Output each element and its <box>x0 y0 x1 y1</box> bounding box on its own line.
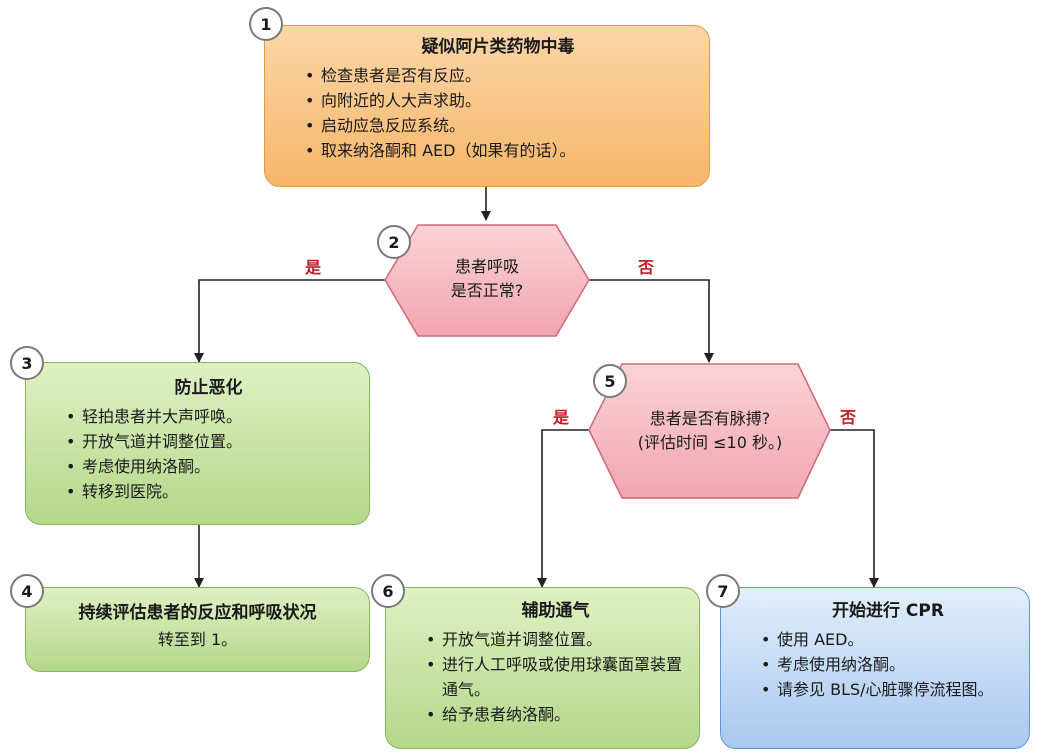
arrow-2-yes-to-3 <box>194 279 385 363</box>
list-item: 请参见 BLS/心脏骤停流程图。 <box>761 677 1017 702</box>
list-item: 检查患者是否有反应。 <box>305 63 693 88</box>
arrow-5-no-to-7 <box>830 429 879 588</box>
list-item: 给予患者纳洛酮。 <box>426 702 687 727</box>
step-7-list: 使用 AED。 考虑使用纳洛酮。 请参见 BLS/心脏骤停流程图。 <box>759 627 1017 702</box>
decision-5-text: 患者是否有脉搏? (评估时间 ≤10 秒。) <box>600 407 820 455</box>
step-7-number-badge: 7 <box>706 574 740 608</box>
step-4-box: 持续评估患者的反应和呼吸状况 转至到 1。 <box>25 587 370 672</box>
step-1-list: 检查患者是否有反应。 向附近的人大声求助。 启动应急反应系统。 取来纳洛酮和 A… <box>303 63 693 163</box>
list-item: 进行人工呼吸或使用球囊面罩装置通气。 <box>426 652 687 702</box>
step-1-title: 疑似阿片类药物中毒 <box>421 37 575 57</box>
step-7-box: 开始进行 CPR 使用 AED。 考虑使用纳洛酮。 请参见 BLS/心脏骤停流程… <box>720 587 1030 749</box>
step-5-number-badge: 5 <box>593 364 627 398</box>
decision-5-line2: (评估时间 ≤10 秒。) <box>637 433 783 452</box>
step-4-text: 转至到 1。 <box>157 630 238 649</box>
step-6-title: 辅助通气 <box>521 601 590 621</box>
step-7-title: 开始进行 CPR <box>832 601 944 621</box>
step-4-title: 持续评估患者的反应和呼吸状况 <box>78 603 317 623</box>
list-item: 考虑使用纳洛酮。 <box>66 454 353 479</box>
step-6-number-badge: 6 <box>371 574 405 608</box>
step-3-list: 轻拍患者并大声呼唤。 开放气道并调整位置。 考虑使用纳洛酮。 转移到医院。 <box>64 404 353 504</box>
decision-5-line1: 患者是否有脉搏? <box>649 409 771 428</box>
list-item: 转移到医院。 <box>66 479 353 504</box>
step-3-title: 防止恶化 <box>174 378 243 398</box>
decision-2-yes-label: 是 <box>305 258 322 277</box>
list-item: 使用 AED。 <box>761 627 1017 652</box>
decision-2-diamond <box>384 224 590 337</box>
list-item: 取来纳洛酮和 AED（如果有的话）。 <box>305 138 693 163</box>
list-item: 向附近的人大声求助。 <box>305 88 693 113</box>
step-3-number-badge: 3 <box>10 346 44 380</box>
list-item: 考虑使用纳洛酮。 <box>761 652 1017 677</box>
step-1-box: 疑似阿片类药物中毒 检查患者是否有反应。 向附近的人大声求助。 启动应急反应系统… <box>264 25 710 187</box>
decision-2-line2: 是否正常? <box>450 281 524 300</box>
step-1-number-badge: 1 <box>249 7 283 41</box>
arrow-5-yes-to-6 <box>537 429 589 588</box>
list-item: 开放气道并调整位置。 <box>66 429 353 454</box>
arrow-2-no-to-5 <box>589 279 714 363</box>
step-3-box: 防止恶化 轻拍患者并大声呼唤。 开放气道并调整位置。 考虑使用纳洛酮。 转移到医… <box>25 362 370 525</box>
step-6-box: 辅助通气 开放气道并调整位置。 进行人工呼吸或使用球囊面罩装置通气。 给予患者纳… <box>385 587 700 749</box>
list-item: 开放气道并调整位置。 <box>426 627 687 652</box>
decision-5-diamond <box>588 363 831 499</box>
step-4-number-badge: 4 <box>10 574 44 608</box>
list-item: 轻拍患者并大声呼唤。 <box>66 404 353 429</box>
decision-2-no-label: 否 <box>638 258 655 277</box>
step-6-list: 开放气道并调整位置。 进行人工呼吸或使用球囊面罩装置通气。 给予患者纳洛酮。 <box>424 627 687 727</box>
decision-5-yes-label: 是 <box>553 408 570 427</box>
decision-2-line1: 患者呼吸 <box>454 257 519 276</box>
step-2-number-badge: 2 <box>377 225 411 259</box>
decision-2-text: 患者呼吸 是否正常? <box>418 255 556 303</box>
decision-5-no-label: 否 <box>840 408 857 427</box>
list-item: 启动应急反应系统。 <box>305 113 693 138</box>
